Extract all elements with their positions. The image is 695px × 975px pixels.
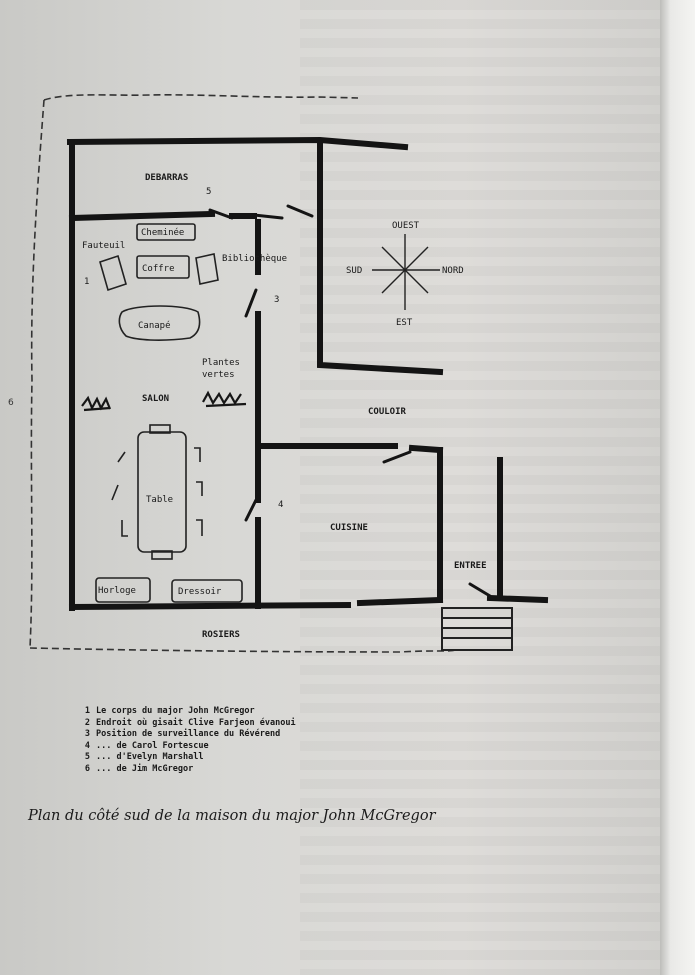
marker-4: 4 <box>278 500 283 510</box>
legend-item: 2 Endroit où gisait Clive Farjeon évanou… <box>70 718 410 730</box>
compass-sud: SUD <box>346 266 362 276</box>
legend-item: 4 ... de Carol Fortescue <box>70 741 410 753</box>
furniture <box>95 223 243 603</box>
label-horloge: Horloge <box>98 586 136 596</box>
room-debarras: DEBARRAS <box>145 173 188 183</box>
legend-num: 1 <box>84 706 90 716</box>
door-swings <box>208 204 492 598</box>
label-coffre: Coffre <box>142 264 175 274</box>
property-border <box>29 94 456 653</box>
legend-num: 6 <box>84 763 90 774</box>
label-dressoir: Dressoir <box>178 587 222 597</box>
cheminee-box <box>136 223 196 241</box>
page-edge <box>660 0 695 975</box>
coffre-box <box>136 255 190 279</box>
label-canape: Canapé <box>138 320 171 331</box>
legend: 1 Le corps du major John McGregor 2 Endr… <box>70 706 410 776</box>
legend-text: ... de Jim McGregor <box>96 763 194 774</box>
chair-r1 <box>194 447 201 462</box>
book-page <box>0 0 660 975</box>
room-salon: SALON <box>142 394 169 404</box>
marker-3: 3 <box>274 295 279 305</box>
marker-1: 1 <box>84 277 89 287</box>
figure-caption: Plan du côté sud de la maison du major J… <box>28 808 436 824</box>
canape-shape <box>118 305 201 341</box>
legend-text: Endroit où gisait Clive Farjeon évanoui <box>96 717 296 728</box>
margin-mark: 6 <box>8 398 14 408</box>
compass-ouest: OUEST <box>392 221 420 231</box>
room-rosiers: ROSIERS <box>202 630 240 640</box>
chair-l2 <box>111 484 119 501</box>
fauteuil-left-shape <box>99 254 127 292</box>
room-cuisine: CUISINE <box>330 523 368 533</box>
plants <box>81 390 247 412</box>
legend-text: ... de Carol Fortescue <box>96 740 209 751</box>
table-shape <box>137 431 187 553</box>
compass-nord: NORD <box>442 266 464 276</box>
legend-text: ... d'Evelyn Marshall <box>96 752 204 763</box>
compass-est: EST <box>396 318 413 328</box>
label-cheminee: Cheminée <box>141 227 184 238</box>
legend-num: 5 <box>84 752 90 763</box>
legend-num: 3 <box>84 729 90 740</box>
walls <box>66 136 549 611</box>
label-fauteuil: Fauteuil <box>82 241 125 251</box>
legend-item: 1 Le corps du major John McGregor <box>70 706 410 718</box>
legend-item: 5 ... d'Evelyn Marshall <box>70 752 410 764</box>
legend-num: 2 <box>84 717 90 728</box>
legend-text: Position de surveillance du Révérend <box>96 729 281 740</box>
chair-bottom <box>151 550 173 560</box>
label-vertes-bound: vertes <box>202 370 235 380</box>
legend-text: Le corps du major John McGregor <box>96 706 255 716</box>
label-plantes: Plantes <box>202 358 240 368</box>
fauteuil-right-shape <box>195 253 219 285</box>
entrance-steps <box>441 607 513 651</box>
marker-5: 5 <box>206 187 211 197</box>
room-entree: ENTREE <box>454 561 487 571</box>
label-bibliotheque: Bibliothèque <box>222 253 287 264</box>
legend-num: 4 <box>84 740 90 751</box>
horloge-box <box>95 577 151 603</box>
chair-l1 <box>117 451 126 463</box>
chair-r2 <box>196 481 203 496</box>
room-couloir: COULOIR <box>368 407 407 417</box>
compass-rose <box>372 234 440 310</box>
label-table: Table <box>146 495 173 505</box>
dressoir-box <box>171 579 243 603</box>
show-through-text <box>300 0 660 975</box>
chair-r3 <box>196 519 203 536</box>
chair-top <box>149 424 171 434</box>
legend-item: 6 ... de Jim McGregor <box>70 764 410 776</box>
legend-item: 3 Position de surveillance du Révérend <box>70 729 410 741</box>
chair-l3 <box>121 520 128 537</box>
